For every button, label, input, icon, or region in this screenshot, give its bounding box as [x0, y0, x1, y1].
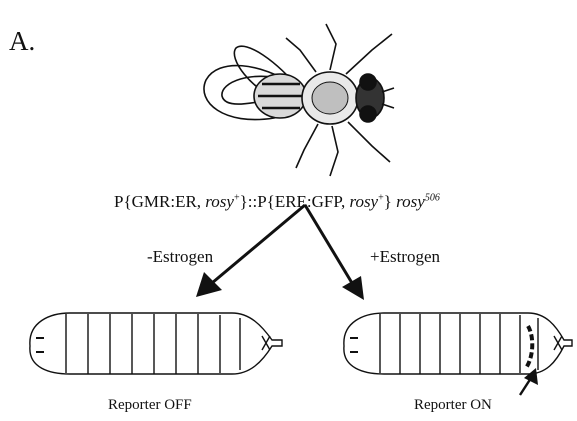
fly-eye-bottom: [360, 106, 376, 122]
fly-thorax-pattern: [312, 82, 348, 114]
larva-right-segments: [380, 314, 538, 374]
larva-right-spiracles: [554, 336, 562, 350]
outcome-reporter-off: Reporter OFF: [108, 397, 192, 414]
fly-leg-2: [326, 24, 336, 70]
genotype-label: P{GMR:ER, rosy+}::P{ERE:GFP, rosy+} rosy…: [114, 192, 440, 212]
fly-illustration: [204, 24, 394, 176]
larva-left-segments: [66, 314, 240, 374]
fly-leg-6: [348, 122, 390, 162]
fly-eye-top: [360, 74, 376, 90]
pointer-arrow-head: [524, 368, 538, 385]
fly-leg-5: [330, 126, 338, 176]
pointer-arrow: [520, 368, 538, 395]
fly-leg-4: [296, 124, 318, 168]
arrow-left-head: [196, 272, 222, 297]
larva-left-mouthparts: [36, 338, 44, 352]
gfp-signal: [526, 326, 532, 368]
fly-leg-1: [286, 38, 316, 72]
condition-plus-estrogen: +Estrogen: [370, 247, 440, 267]
larva-right: [344, 313, 572, 374]
arrow-right-head: [342, 276, 364, 300]
condition-minus-estrogen: -Estrogen: [147, 247, 213, 267]
larva-left-spiracles: [262, 336, 270, 350]
larva-left: [30, 313, 282, 374]
larva-left-body: [30, 313, 282, 374]
fly-leg-3: [346, 34, 392, 74]
larva-right-mouthparts: [350, 338, 358, 352]
arrow-right-shaft: [305, 205, 352, 283]
arrows: [196, 205, 364, 300]
outcome-reporter-on: Reporter ON: [414, 397, 492, 414]
arrow-left-shaft: [212, 205, 305, 283]
